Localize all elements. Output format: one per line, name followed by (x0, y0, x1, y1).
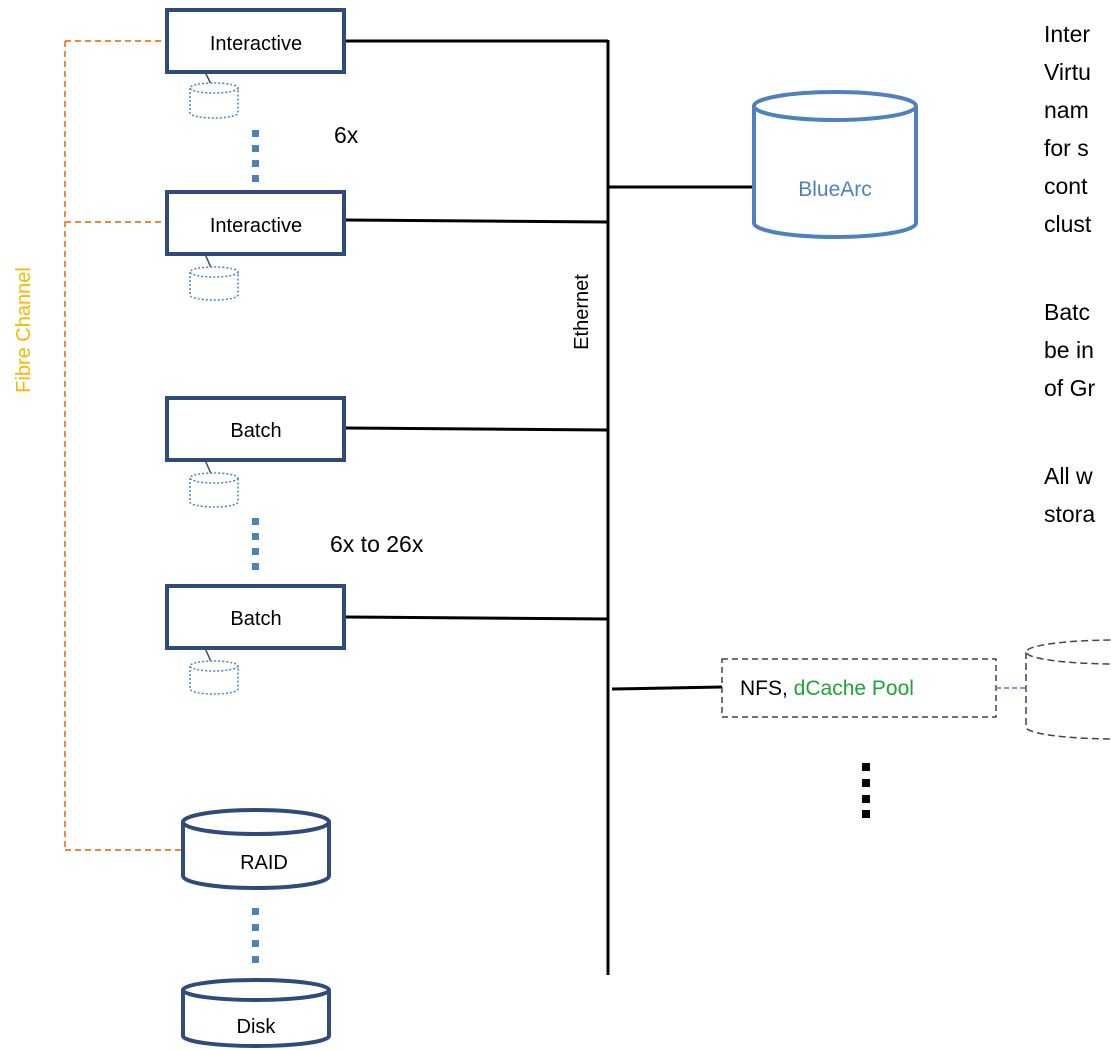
fibre-channel-label: Fibre Channel (13, 267, 35, 393)
description-line: clust (1044, 211, 1092, 237)
batch-node-bottom-label: Batch (230, 608, 281, 630)
ethernet-links (344, 39, 754, 975)
description-line: stora (1044, 501, 1095, 527)
local-disk-icon (189, 459, 239, 508)
description-line: for s (1044, 135, 1089, 161)
raid-storage (181, 808, 331, 890)
nfs-storage-disk (1025, 639, 1111, 740)
local-disk-icon (189, 71, 239, 119)
dcache-pool-label: dCache Pool (794, 677, 914, 700)
ellipsis-dots-batch (252, 518, 259, 570)
bluearc-storage (752, 90, 918, 239)
batch-count-label: 6x to 26x (330, 531, 424, 557)
interactive-node-top: Interactive (165, 8, 346, 74)
ethernet-label: Ethernet (571, 274, 593, 350)
bluearc-label: BlueArc (798, 178, 872, 201)
description-line: cont (1044, 173, 1088, 199)
disk-storage (181, 978, 331, 1048)
ellipsis-dots-nfs (862, 763, 870, 818)
ellipsis-dots-storage (252, 908, 259, 963)
fibre-channel-links (64, 40, 183, 851)
interactive-node-bottom: Interactive (165, 190, 346, 256)
description-line: be in (1044, 337, 1094, 363)
description-line: nam (1044, 97, 1089, 123)
interactive-node-top-label: Interactive (210, 33, 302, 55)
raid-label: RAID (240, 852, 288, 874)
batch-node-top-label: Batch (230, 420, 281, 442)
description-line: Inter (1044, 21, 1090, 47)
interactive-count-label: 6x (334, 122, 359, 148)
description-line: of Gr (1044, 375, 1095, 401)
nfs-dcache-label: NFS, dCache Pool (740, 677, 914, 700)
description-line: All w (1044, 463, 1093, 489)
description-line: Batc (1044, 299, 1090, 325)
description-line: Virtu (1044, 59, 1091, 85)
description-text: Inter Virtu nam for s cont clust Batc be… (1044, 21, 1095, 527)
ellipsis-dots-interactive (252, 130, 259, 182)
disk-label: Disk (237, 1016, 277, 1038)
nfs-dcache-node: NFS, dCache Pool (721, 658, 997, 718)
batch-node-bottom: Batch (165, 584, 346, 650)
local-disk-icon (189, 647, 239, 695)
interactive-node-bottom-label: Interactive (210, 215, 302, 237)
batch-node-top: Batch (165, 396, 346, 462)
local-disk-icon (189, 253, 239, 301)
nfs-label: NFS, (740, 677, 794, 700)
